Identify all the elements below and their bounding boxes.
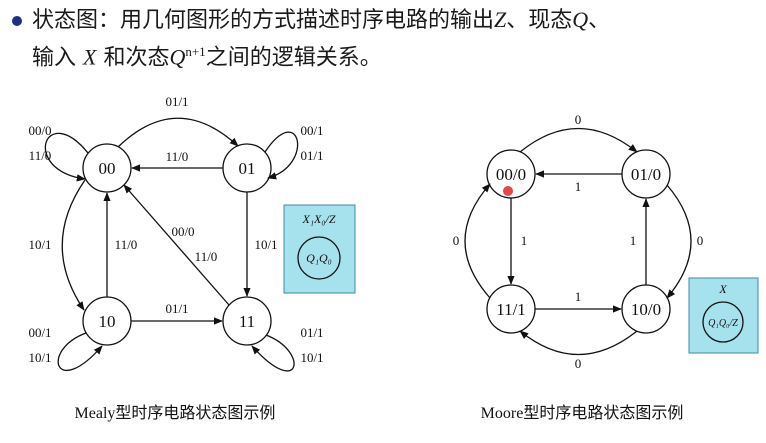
moore-edge-00-01 <box>519 127 638 153</box>
mealy-state-00 <box>82 143 132 193</box>
edge-label: 1 <box>575 179 582 194</box>
mealy-state-label: 10 <box>99 312 116 331</box>
edge-label: 10/1 <box>300 350 323 365</box>
edge-label: 01/1 <box>300 325 323 340</box>
pointer-dot-icon <box>503 186 513 196</box>
moore-state-label: 11/1 <box>496 300 526 319</box>
edge-label: 10/1 <box>254 237 277 252</box>
mealy-caption: Mealy型时序电路状态图示例 <box>75 404 276 422</box>
moore-edge-10-11 <box>519 330 638 356</box>
legend-caption: X <box>718 282 727 296</box>
edge-label: 1 <box>575 289 582 304</box>
edge-label: 1 <box>630 233 637 248</box>
mealy-state-label: 11 <box>239 312 255 331</box>
legend-state: Q₁Q₀ <box>306 251 332 265</box>
mealy-diagram <box>44 117 299 372</box>
mealy-state-11 <box>222 296 272 346</box>
edge-label: 11/0 <box>115 237 138 252</box>
edge-label: 11/0 <box>166 149 189 164</box>
mealy-edge-00-10 <box>61 179 86 311</box>
mealy-loop-00 <box>44 132 89 182</box>
edge-label: 11/0 <box>29 148 52 163</box>
edge-label: 10/1 <box>28 350 51 365</box>
moore-edge-01-10 <box>666 184 692 299</box>
mealy-edge-00-01 <box>117 117 239 148</box>
mealy-loop-10 <box>57 332 103 371</box>
edge-label: 10/1 <box>28 237 51 252</box>
moore-state-label: 01/0 <box>631 165 661 184</box>
edge-label: 0 <box>575 356 582 371</box>
edge-label: 00/1 <box>28 325 51 340</box>
edge-label: 00/1 <box>300 123 323 138</box>
moore-state-label: 00/0 <box>496 165 526 184</box>
edge-label: 01/1 <box>165 301 188 316</box>
edge-label: 1 <box>521 233 528 248</box>
mealy-loop-01 <box>264 131 299 180</box>
mealy-state-label: 01 <box>239 159 256 178</box>
legend-circle <box>702 301 744 343</box>
mealy-loop-11 <box>251 334 295 372</box>
mealy-texts: 00 01 10 11 01/1 11/0 00/0 11/0 00/1 01/… <box>28 94 323 365</box>
edge-label: 01/1 <box>300 148 323 163</box>
mealy-legend: X₁X₀/Z Q₁Q₀ <box>283 204 356 294</box>
mealy-state-label: 00 <box>99 159 116 178</box>
edge-label: 11/0 <box>195 249 218 264</box>
legend-caption: X₁X₀/Z <box>301 212 335 226</box>
edge-label: 0 <box>575 112 582 127</box>
legend-circle <box>297 236 341 280</box>
edge-label: 0 <box>697 233 704 248</box>
moore-edge-11-00 <box>464 183 491 299</box>
edge-label: 00/0 <box>28 123 51 138</box>
mealy-edge-11-00 <box>123 184 230 306</box>
edge-label: 00/0 <box>171 224 194 239</box>
legend-state: Q₁Q₀/Z <box>708 318 738 329</box>
moore-state-label: 10/0 <box>631 300 661 319</box>
moore-diagram <box>464 127 692 356</box>
edge-label: 01/1 <box>165 94 188 109</box>
bullet-icon <box>12 16 22 26</box>
headline: 状态图：用几何图形的方式描述时序电路的输出Z、现态Q、输入 X 和次态Qn+1之… <box>32 7 611 71</box>
edge-label: 0 <box>453 233 460 248</box>
moore-texts: 00/0 01/0 11/1 10/0 0 1 1 0 0 1 1 0 <box>453 112 704 371</box>
moore-legend: X Q₁Q₀/Z <box>688 277 759 354</box>
moore-caption: Moore型时序电路状态图示例 <box>481 404 684 422</box>
